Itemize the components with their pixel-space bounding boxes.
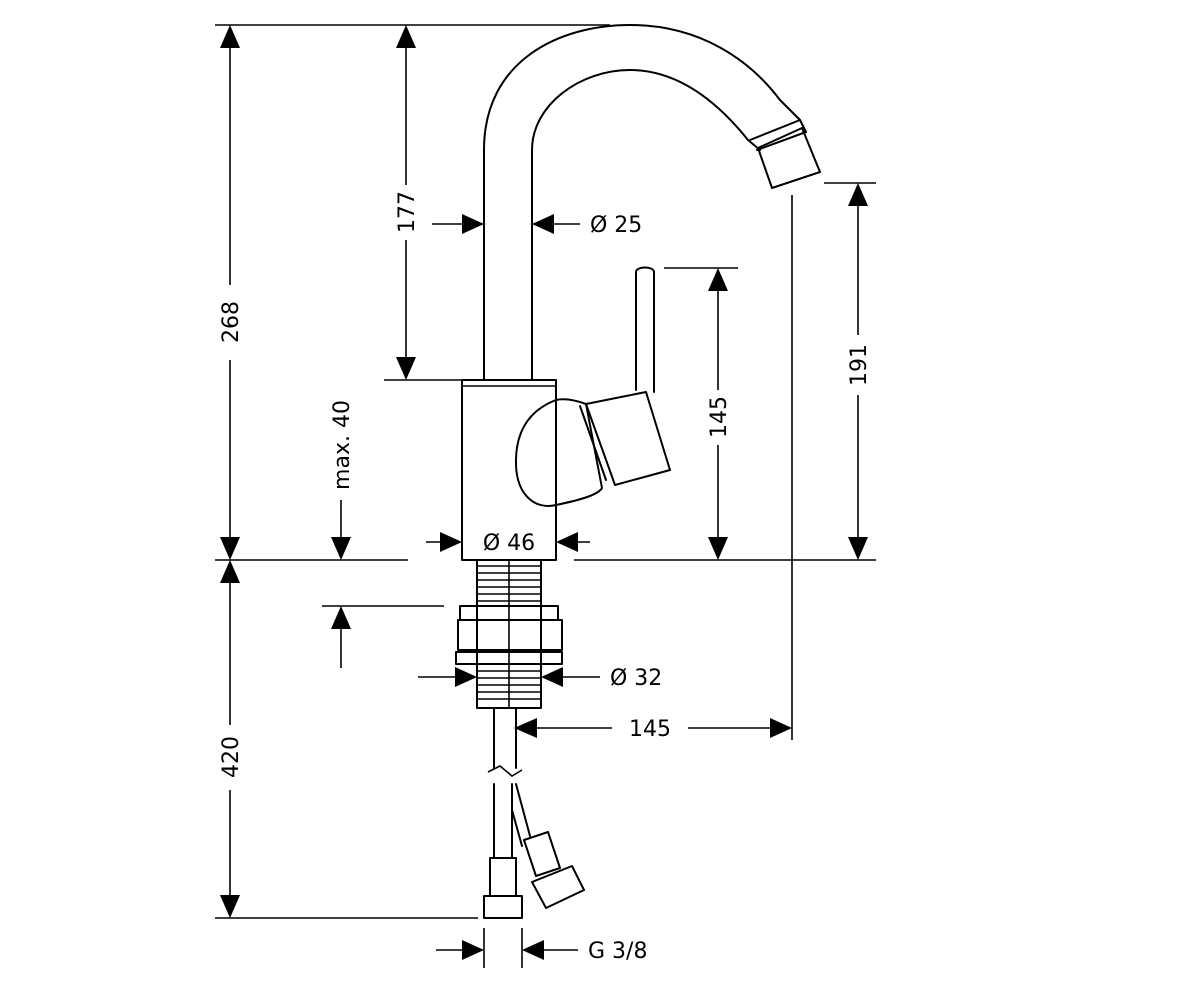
handle-cartridge-ring: [579, 405, 607, 481]
label-max-counter-thickness: max. 40: [330, 400, 355, 490]
dimension-labels: 268 420 177 Ø 25 max. 40 Ø 46 145 191 Ø …: [219, 191, 872, 964]
hose-nut-straight: [483, 895, 523, 919]
label-shank-diameter: Ø 32: [610, 666, 662, 691]
label-spout-diameter: Ø 25: [590, 213, 642, 238]
hose-break: [487, 765, 523, 777]
label-total-height-below: 420: [219, 736, 244, 778]
label-spout-height: 177: [395, 191, 420, 233]
handle-cartridge: [585, 391, 671, 486]
hose-straight-lower: [493, 783, 513, 859]
dimension-lines: [215, 24, 876, 968]
spout-inner: [531, 69, 761, 381]
mixer-body: [461, 379, 557, 561]
faucet-outline: [455, 24, 821, 919]
label-total-height-above: 268: [219, 301, 244, 343]
hose-straight: [493, 707, 517, 769]
lever: [635, 266, 655, 393]
label-outlet-height: 191: [847, 344, 872, 386]
spout: [483, 24, 801, 381]
label-connection-thread: G 3/8: [588, 939, 647, 964]
handle-base: [514, 398, 603, 507]
shank-threads: [477, 560, 541, 708]
spout-nozzle-ring: [749, 119, 807, 151]
hose-nut-angled: [531, 865, 585, 909]
hose-angled: [511, 783, 531, 847]
label-lever-height: 145: [707, 396, 732, 438]
label-body-diameter: Ø 46: [483, 531, 535, 556]
mounting-nut: [457, 619, 563, 651]
hose-fitting-straight: [489, 857, 517, 897]
hose-fitting-angled: [523, 831, 561, 877]
mounting-plate: [455, 651, 563, 665]
spout-nozzle: [757, 127, 821, 189]
label-spout-reach: 145: [629, 717, 671, 742]
